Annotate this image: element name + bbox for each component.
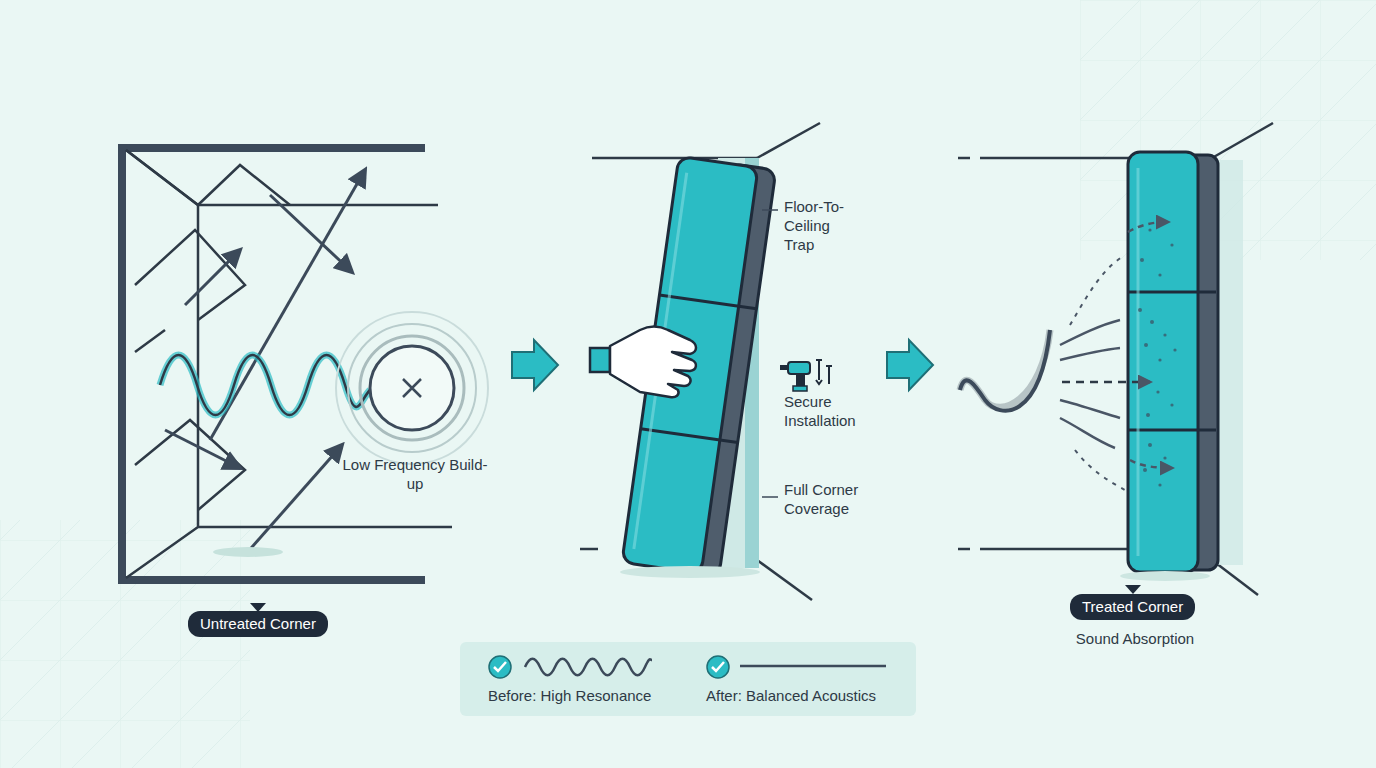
annotation-label: Floor-To-Ceiling Trap [784,197,862,254]
pill-text: Treated Corner [1082,598,1183,616]
flat-line-sample [740,665,886,668]
pill-text: Untreated Corner [200,615,316,633]
untreated-room [122,148,488,612]
corner-pill: Untreated Corner [188,611,328,637]
corner-pill: Treated Corner [1070,594,1195,620]
treated-scene [958,123,1273,595]
installation-scene [580,123,832,600]
annotation-label: Full Corner Coverage [784,480,884,518]
legend-text: Before: High Resonance [488,687,651,705]
legend-panel [460,642,916,716]
resonance-wave-sample [525,659,652,676]
annotation-label: Sound Absorption [1050,629,1220,648]
legend-text: After: Balanced Acoustics [706,687,876,705]
annotation-label: Secure Installation [784,392,874,430]
annotation-label: Low Frequency Build-up [340,455,490,493]
flow-arrow [887,340,933,390]
flow-arrow [512,340,558,390]
